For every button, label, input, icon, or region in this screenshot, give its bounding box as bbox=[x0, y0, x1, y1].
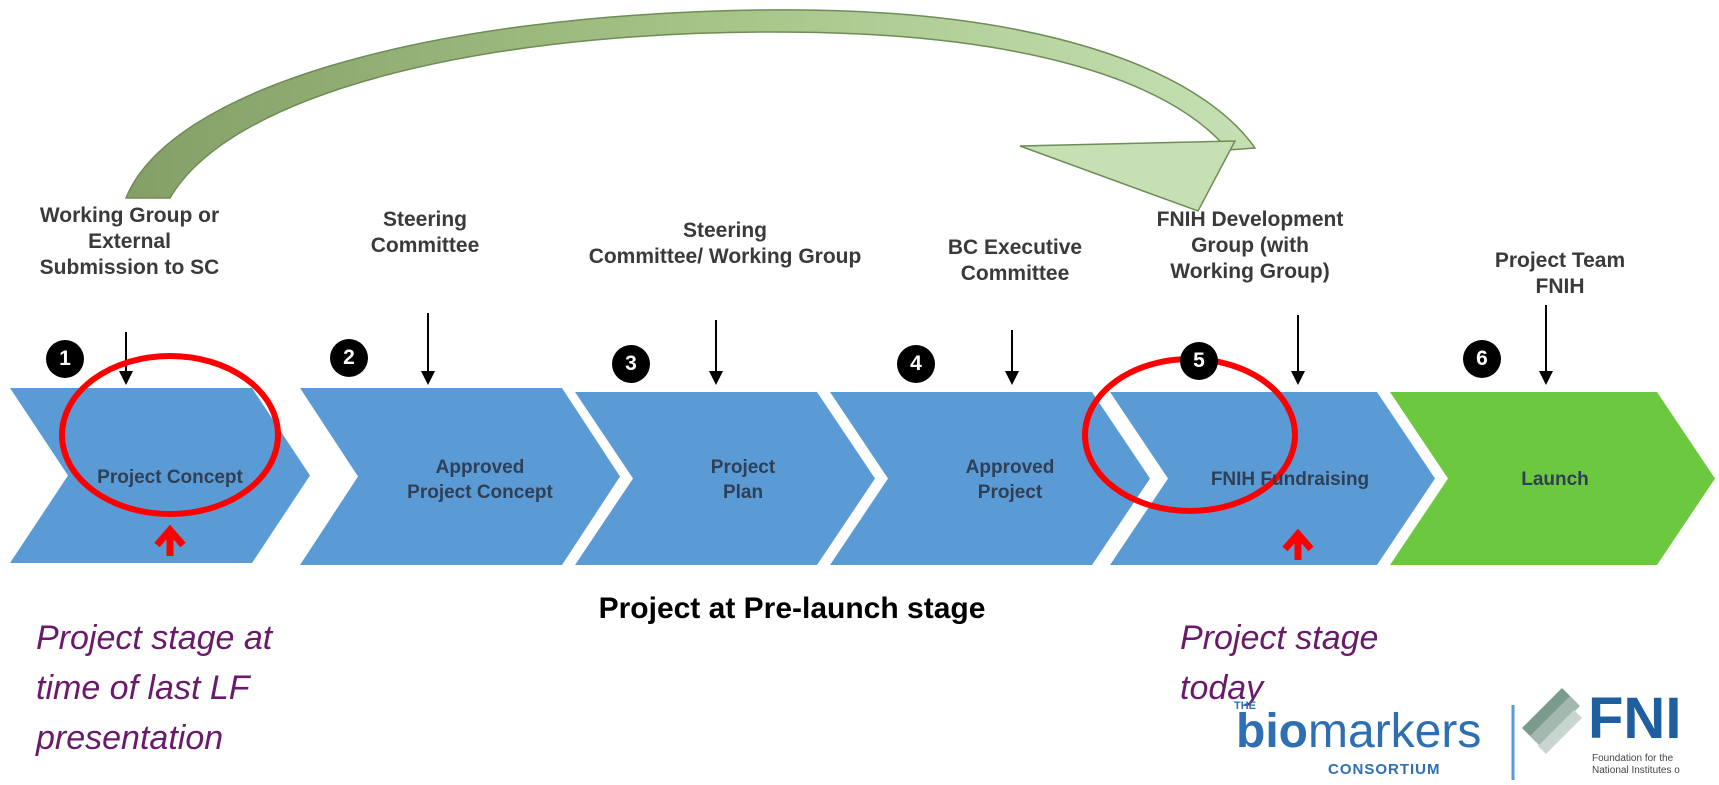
biomarkers-logo-consortium: CONSORTIUM bbox=[1328, 761, 1441, 778]
stage-chevron-2 bbox=[300, 388, 620, 565]
stage-label-fnih-fundraising: FNIH Fundraising bbox=[1210, 469, 1370, 490]
biomarkers-logo-wordmark: biomarkers bbox=[1236, 705, 1482, 758]
stage-chevron-3 bbox=[575, 392, 875, 565]
stage-chevrons bbox=[10, 388, 1715, 565]
actor-arrow-5 bbox=[1291, 315, 1305, 385]
biomarkers-logo-the: THE bbox=[1234, 700, 1256, 712]
stage-number-badge: 1 bbox=[46, 340, 84, 378]
highlight-circle-project-concept bbox=[59, 353, 281, 517]
actor-arrows bbox=[119, 305, 1553, 385]
actor-arrow-6 bbox=[1539, 305, 1553, 385]
skip-arrow-head bbox=[1019, 140, 1237, 212]
actor-arrow-4 bbox=[1005, 330, 1019, 385]
stage-number-badge: 3 bbox=[612, 345, 650, 383]
actor-arrow-1 bbox=[119, 332, 133, 385]
stage-label-launch: Launch bbox=[1521, 469, 1589, 490]
actor-arrow-3 bbox=[709, 320, 723, 385]
fnih-logo-mark bbox=[1522, 688, 1582, 754]
stage-chevron-4 bbox=[830, 392, 1150, 565]
diagram-caption: Project at Pre-launch stage bbox=[598, 592, 986, 625]
red-pointer-arrow-2 bbox=[1282, 528, 1314, 560]
red-pointer-arrow-1 bbox=[154, 524, 186, 556]
stage-number-badge: 6 bbox=[1463, 340, 1501, 378]
stage-number-badge: 5 bbox=[1180, 342, 1218, 380]
actor-arrow-2 bbox=[421, 313, 435, 385]
skip-arrow-curve bbox=[124, 9, 1257, 199]
stage-number-badge: 2 bbox=[330, 339, 368, 377]
stage-chevron-6 bbox=[1390, 392, 1715, 565]
fnih-logo-wordmark: FNI bbox=[1588, 686, 1682, 751]
stage-number-badge: 4 bbox=[897, 345, 935, 383]
stage-chevron-1 bbox=[10, 388, 310, 563]
stage-label-project-concept: Project Concept bbox=[97, 467, 243, 488]
